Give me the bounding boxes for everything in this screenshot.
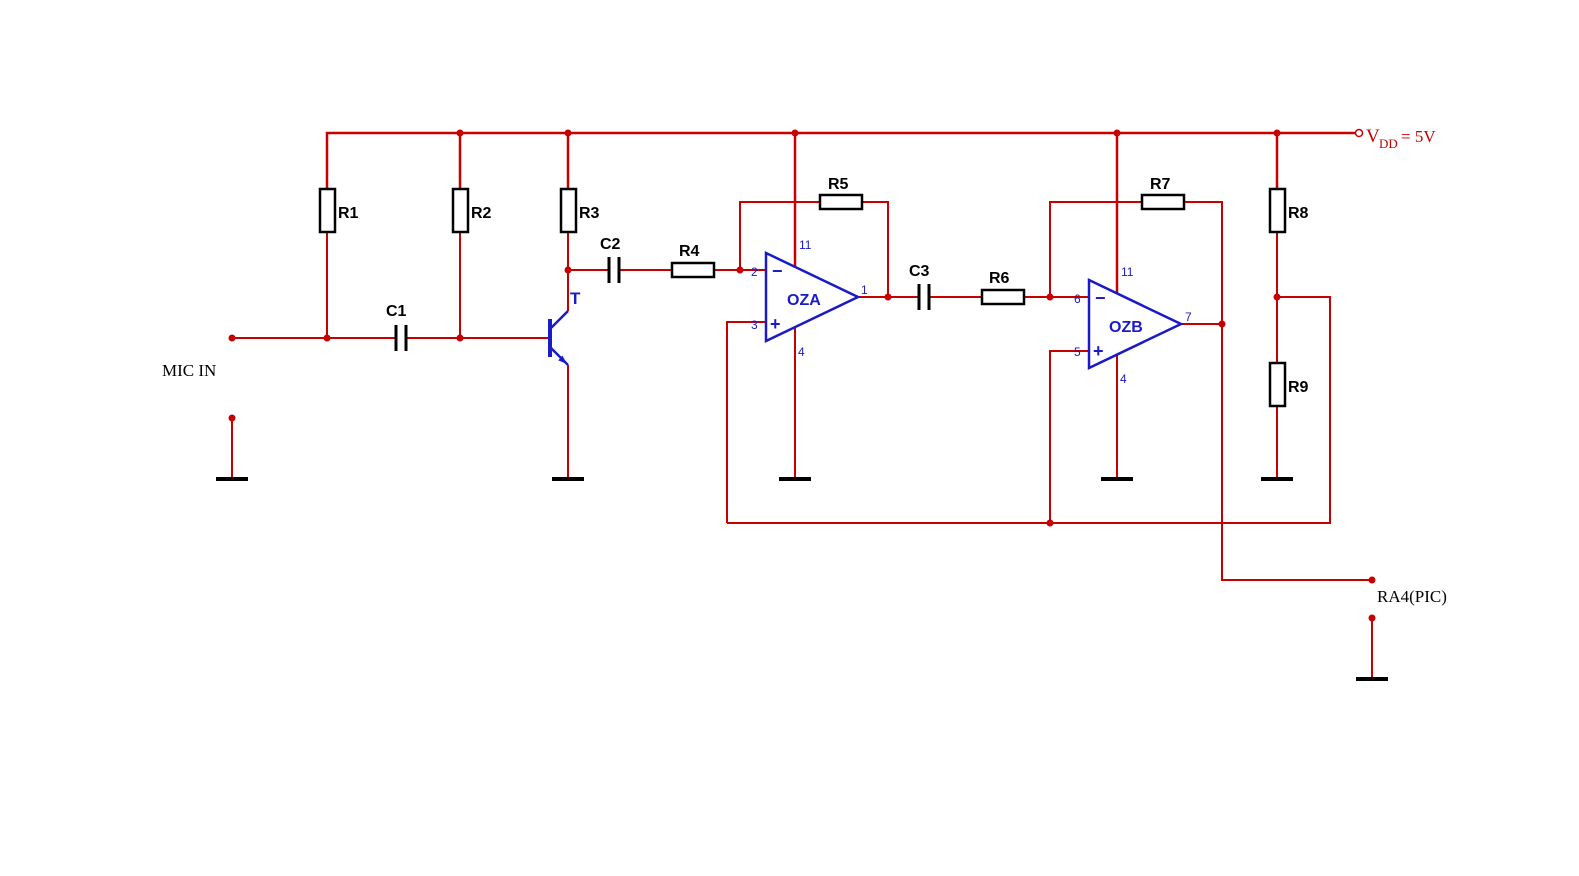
vdd-rail-wire (325, 131, 1355, 293)
junction-dot (456, 334, 464, 342)
ozb-pin-ground: 4 (1120, 372, 1127, 386)
ozb-inverting-sign: − (1095, 288, 1106, 308)
resistor-label-r2: R2 (471, 205, 492, 222)
ozb-noninv-wire (1049, 350, 1089, 523)
mic-ground-terminal-dot (228, 414, 236, 422)
resistor-r2: R2 (451, 187, 492, 234)
ozb-pin-power: 11 (1121, 265, 1134, 279)
oza-inverting-sign: − (772, 261, 783, 281)
resistor-body (559, 187, 578, 234)
ozb-pin-output: 7 (1185, 310, 1192, 324)
capacitor-plates (607, 257, 621, 283)
capacitor-label-c3: C3 (909, 263, 930, 280)
junction-dots (228, 129, 1376, 622)
ozb-output-wire (1181, 323, 1372, 581)
junction-dot (1113, 129, 1121, 137)
resistor-body (1268, 187, 1287, 234)
vdd-label-v: V (1366, 126, 1380, 147)
ozb-feedback-wire (1049, 201, 1223, 324)
resistor-body (1140, 193, 1186, 211)
mic-in-terminal-dot (228, 334, 236, 342)
ozb-pin-inverting: 6 (1074, 292, 1081, 306)
resistor-label-r5: R5 (828, 176, 849, 193)
capacitor-c3: C3 (909, 263, 931, 310)
capacitor-plates (394, 325, 408, 351)
oza-feedback-wire (739, 201, 889, 297)
junction-dot (1046, 519, 1054, 527)
mic-in-label: MIC IN (162, 361, 216, 380)
oza-pin-ground: 4 (798, 345, 805, 359)
ra4-label: RA4(PIC) (1377, 587, 1447, 606)
oza-pin-inverting: 2 (751, 265, 758, 279)
labels: V DD = 5V MIC IN RA4(PIC) (162, 126, 1447, 606)
junction-dot (1218, 320, 1226, 328)
junction-dot (323, 334, 331, 342)
junction-dot (884, 293, 892, 301)
oza-pin-output: 1 (861, 283, 868, 297)
oza-pin-power: 11 (799, 238, 812, 252)
input-wire (232, 232, 550, 339)
resistor-label-r7: R7 (1150, 176, 1171, 193)
ground-symbols (216, 477, 1388, 681)
capacitor-label-c2: C2 (600, 236, 621, 253)
ozb-noninverting-sign: + (1093, 341, 1104, 361)
junction-dot (1046, 293, 1054, 301)
junction-dot (564, 266, 572, 274)
resistor-r9: R9 (1268, 361, 1309, 408)
ground-icon (216, 477, 1388, 681)
vdd-label-sub: DD (1379, 136, 1398, 151)
vdd-terminal-icon (1354, 128, 1364, 138)
resistor-label-r6: R6 (989, 270, 1010, 287)
resistor-label-r9: R9 (1288, 379, 1309, 396)
resistor-r1: R1 (318, 187, 359, 234)
resistor-label-r8: R8 (1288, 205, 1309, 222)
resistor-body (318, 187, 337, 234)
oza-noninv-wire (726, 321, 766, 523)
bias-bus-wire (727, 296, 1331, 524)
transistor-emitter-arrow-icon (558, 355, 567, 364)
resistor-body (451, 187, 470, 234)
capacitor-label-c1: C1 (386, 303, 407, 320)
ozb-pin-noninverting: 5 (1074, 345, 1081, 359)
resistor-body (980, 288, 1026, 306)
junction-dot (456, 129, 464, 137)
capacitor-plates (917, 284, 931, 310)
oza-noninverting-sign: + (770, 314, 781, 334)
resistor-r7: R7 (1140, 176, 1186, 211)
resistor-label-r1: R1 (338, 205, 359, 222)
opamp-ozb: − + OZB 11 6 5 4 7 (1074, 265, 1192, 386)
resistor-r8: R8 (1268, 187, 1309, 234)
resistor-r3: R3 (559, 187, 600, 234)
opamp-oza: − + OZA 11 2 3 4 1 (751, 238, 868, 359)
junction-dot (736, 266, 744, 274)
resistor-r4: R4 (670, 243, 716, 279)
capacitor-c2: C2 (600, 236, 621, 283)
transistor-collector (549, 310, 569, 330)
resistor-r6: R6 (980, 270, 1026, 306)
oza-pin-noninverting: 3 (751, 318, 758, 332)
junction-dot (1273, 293, 1281, 301)
junction-dot (1273, 129, 1281, 137)
vdd-label-value: = 5V (1401, 127, 1436, 146)
junction-dot (564, 129, 572, 137)
ra4-ground-terminal-dot (1368, 614, 1376, 622)
junction-dot (791, 129, 799, 137)
capacitor-c1: C1 (386, 303, 408, 351)
opamp-triangle (1087, 278, 1184, 370)
resistor-body (670, 261, 716, 279)
transistor-label: T (570, 289, 581, 308)
resistor-body (1268, 361, 1287, 408)
resistor-label-r3: R3 (579, 205, 600, 222)
opamp-triangle (764, 251, 861, 343)
ra4-terminal-dot (1368, 576, 1376, 584)
ozb-name-label: OZB (1109, 319, 1143, 336)
wires (231, 131, 1373, 677)
resistor-label-r4: R4 (679, 243, 700, 260)
transistor-t: T (548, 289, 581, 366)
resistor-r5: R5 (818, 176, 864, 211)
resistor-body (818, 193, 864, 211)
oza-name-label: OZA (787, 292, 821, 309)
